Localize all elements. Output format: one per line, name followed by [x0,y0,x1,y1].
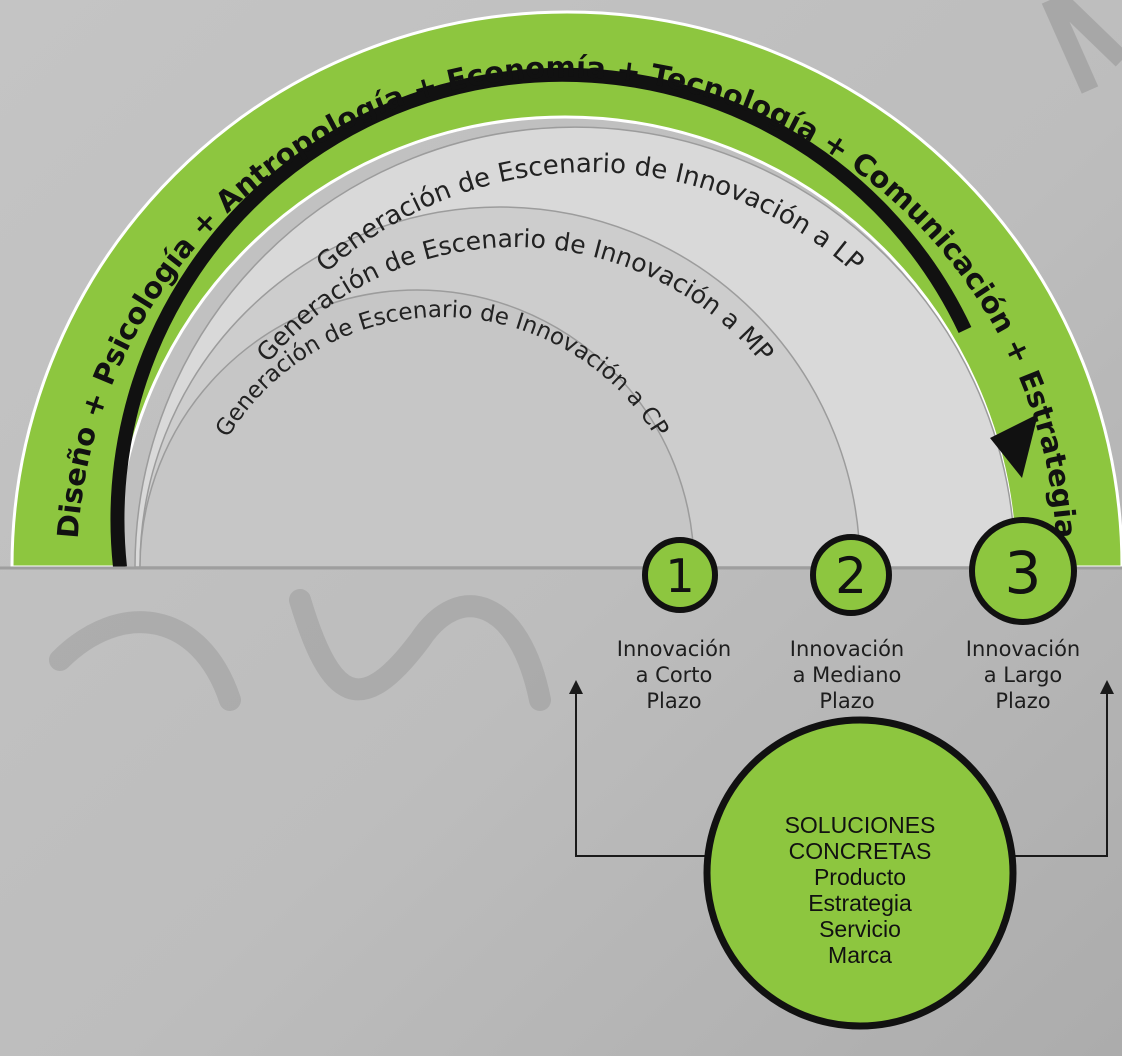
progression-arrow-arc [110,67,972,568]
stage-number-3: 3 [1005,539,1042,607]
progression-arrow-head [990,414,1038,478]
solutions-circle [703,716,1017,1030]
stage-circle-3: 3 [969,517,1077,625]
stage-number-2: 2 [835,547,867,605]
solutions-line: Estrategia [808,890,912,916]
stage-number-1: 1 [665,549,694,603]
connector-right-arrowhead [1100,680,1114,694]
stage-label-1: Innovación a Corto Plazo [616,637,732,713]
connector-left [575,692,708,857]
solutions-line: Marca [828,942,892,968]
outer-discipline-band [10,10,1122,569]
solutions-line: SOLUCIONES [784,812,936,838]
solutions-line: CONCRETAS [788,838,932,864]
stage-label-3: Innovación a Largo Plazo [965,637,1081,713]
feedback-connectors [575,692,1108,857]
solutions-text: SOLUCIONES CONCRETAS Producto Estrategia… [760,812,960,968]
stage-circle-1: 1 [642,537,718,613]
connector-right [1008,692,1108,857]
background-watermark-corner [1041,0,1122,94]
solutions-line: Servicio [819,916,901,942]
scenario-band-cp [139,289,695,568]
connector-left-arrowhead [569,680,583,694]
stage-label-2: Innovación a Mediano Plazo [789,637,905,713]
solutions-line: Producto [813,864,907,890]
background-watermark [49,589,551,711]
stage-circle-2: 2 [810,534,892,616]
